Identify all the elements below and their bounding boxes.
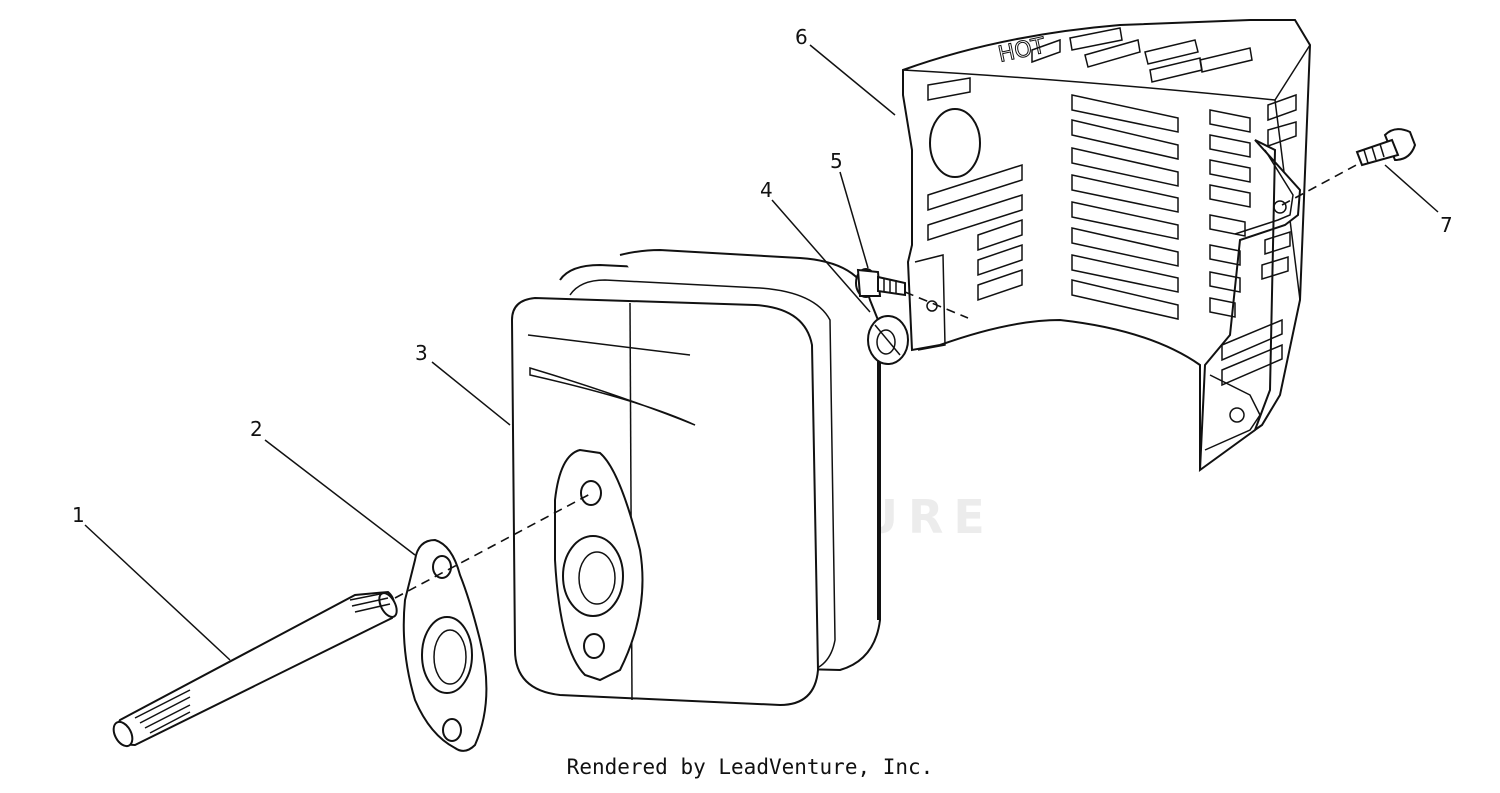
part-4-washer[interactable] (867, 315, 909, 365)
callout-3: 3 (415, 341, 428, 365)
leader-3 (431, 361, 511, 426)
leader-1 (84, 524, 231, 661)
callout-2: 2 (250, 417, 263, 441)
callout-6: 6 (795, 25, 808, 49)
callout-7: 7 (1440, 213, 1453, 237)
part-6-heat-shield[interactable]: HOT (902, 19, 1312, 473)
callout-5: 5 (830, 149, 843, 173)
leader-7 (1384, 164, 1439, 213)
callout-1: 1 (72, 503, 85, 527)
part-7-screw[interactable] (1355, 128, 1417, 167)
part-5-screw[interactable] (855, 268, 906, 298)
part-2-gasket[interactable] (402, 538, 488, 752)
callout-4: 4 (760, 178, 773, 202)
leader-6 (809, 44, 896, 116)
right-vent-slots (1209, 93, 1297, 387)
leader-2 (264, 439, 416, 556)
leader-5 (839, 171, 869, 269)
part-3-muffler[interactable] (510, 248, 881, 707)
center-vent-slots (1071, 94, 1179, 320)
leader-4 (771, 199, 871, 313)
centerline-screw-shield (904, 291, 969, 319)
centerline-stud-gasket (394, 492, 593, 599)
part-1-stud[interactable] (110, 590, 400, 749)
footer-credit: Rendered by LeadVenture, Inc. (566, 755, 934, 779)
